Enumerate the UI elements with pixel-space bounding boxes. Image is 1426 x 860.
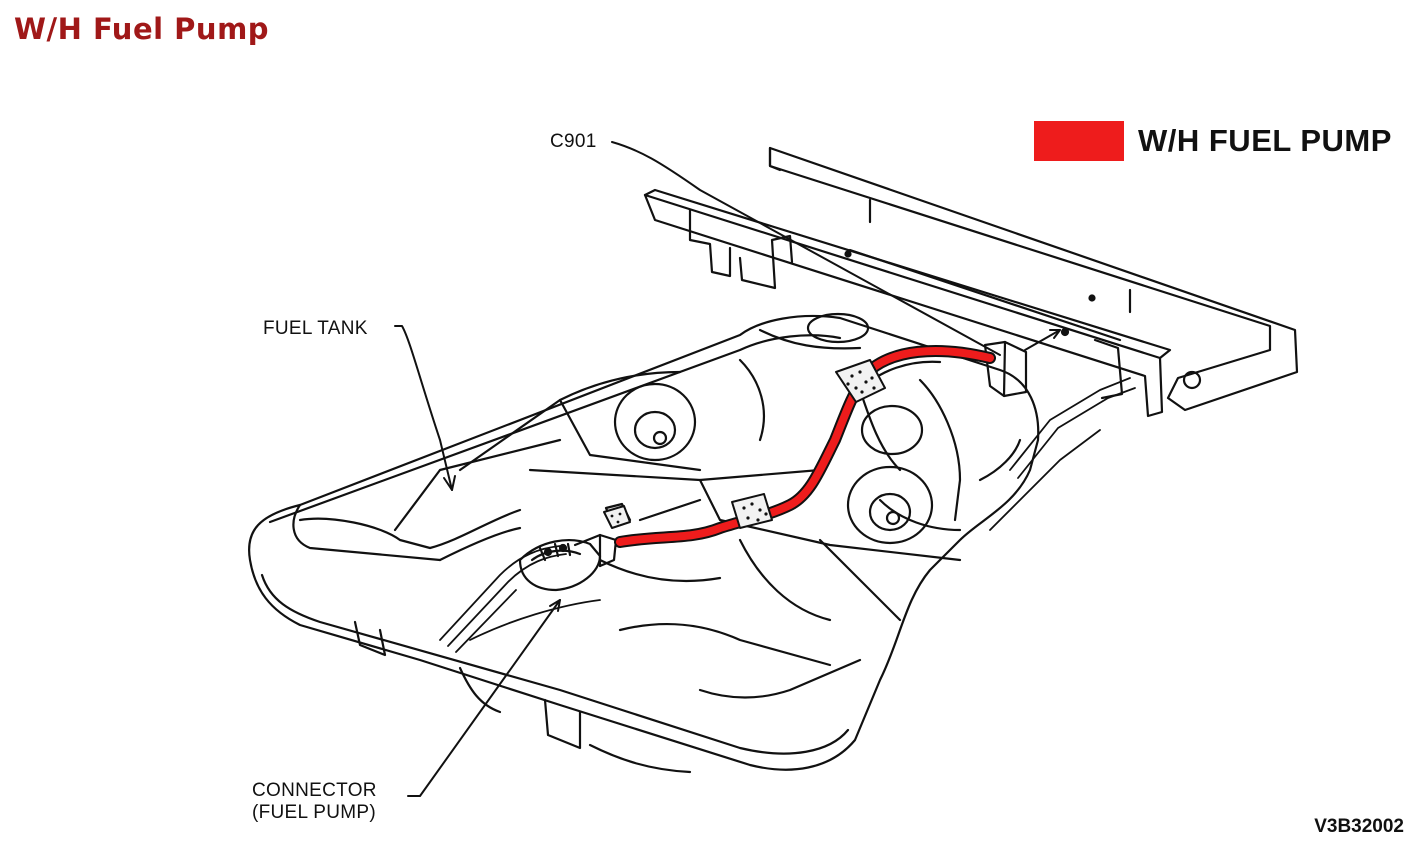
page-title: W/H Fuel Pump: [14, 12, 270, 46]
cross-member-bracket: [643, 146, 1299, 418]
tank-bumps: [613, 312, 934, 545]
legend-swatch: [1034, 121, 1124, 161]
fuel-pump-harness: [614, 345, 996, 548]
callout-connector: CONNECTOR (FUEL PUMP): [252, 780, 377, 824]
legend: W/H FUEL PUMP: [1034, 120, 1392, 162]
diagram-id: V3B32002: [1314, 816, 1404, 837]
callout-connector-line2: (FUEL PUMP): [252, 802, 376, 823]
legend-label: W/H FUEL PUMP: [1138, 123, 1392, 158]
fuel-lines: [439, 377, 1136, 653]
callout-connector-line1: CONNECTOR: [252, 780, 377, 801]
tank-contours: [298, 328, 1022, 622]
harness-clips: [603, 359, 886, 529]
callout-fuel-tank: FUEL TANK: [263, 318, 368, 339]
fuel-tank-body: [248, 314, 1040, 774]
callout-c901: C901: [550, 131, 597, 152]
leader-lines: [394, 141, 1061, 797]
